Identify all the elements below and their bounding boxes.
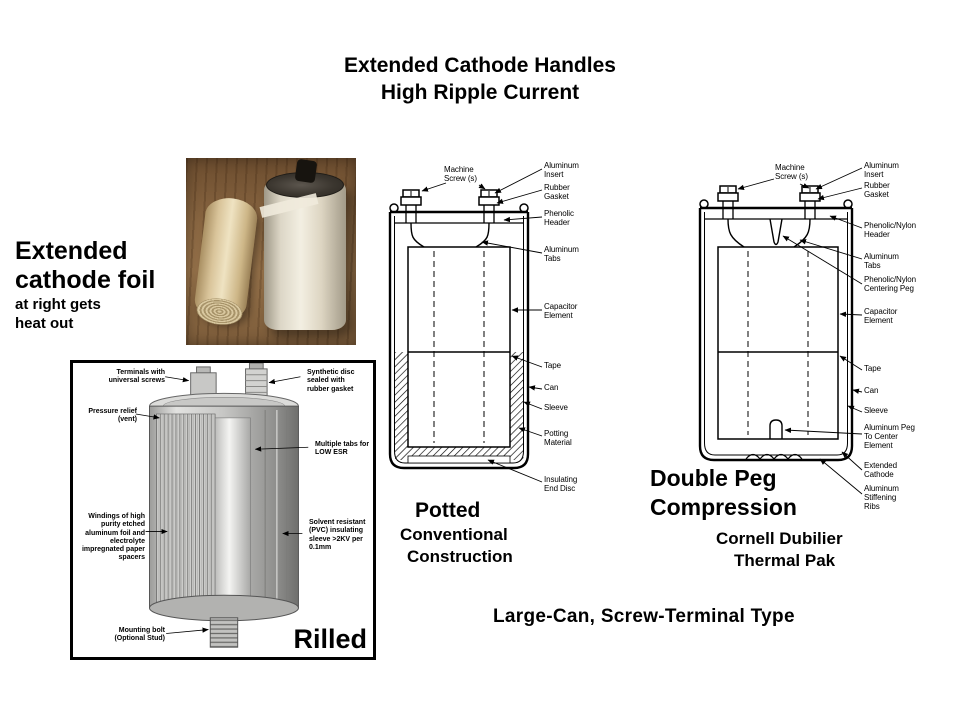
extended-cathode-foil-roll	[192, 195, 260, 328]
potted-cross-section-drawing	[388, 168, 543, 483]
potted-label-insulating-end-disc: Insulating End Disc	[544, 475, 578, 493]
capacitor-foil-photo	[186, 158, 356, 345]
rilled-label-mounting-bolt: Mounting bolt (Optional Stud)	[114, 627, 165, 643]
slide-title: Extended Cathode Handles High Ripple Cur…	[0, 52, 960, 106]
potted-diagram: Machine Screw (s) Aluminum Insert Rubber…	[382, 160, 614, 510]
potted-label-can: Can	[544, 383, 559, 392]
left-caption-line1: Extended	[15, 237, 128, 265]
cornell-dubilier-line1: Cornell Dubilier	[716, 529, 843, 548]
rilled-label-synthetic-disc: Synthetic disc sealed with rubber gasket	[307, 369, 355, 393]
thermalpak-label-stiffening-ribs: Aluminum Stiffening Ribs	[864, 484, 899, 511]
thermalpak-label-aluminum-insert: Aluminum Insert	[864, 161, 899, 179]
thermalpak-caption-line2: Compression	[650, 494, 797, 520]
potted-label-sleeve: Sleeve	[544, 403, 568, 412]
thermalpak-label-centering-peg: Phenolic/Nylon Centering Peg	[864, 275, 916, 293]
left-caption-line3: at right gets	[15, 296, 101, 313]
potted-caption-title: Potted	[415, 499, 481, 522]
potted-label-potting-material: Potting Material	[544, 429, 572, 447]
potted-caption-sub1: Conventional	[400, 525, 508, 544]
potted-label-capacitor-element: Capacitor Element	[544, 302, 578, 320]
thermalpak-cross-section-drawing	[698, 167, 863, 495]
left-caption-line2: cathode foil	[15, 266, 156, 294]
thermalpak-label-rubber-gasket: Rubber Gasket	[864, 181, 890, 199]
thermalpak-label-machine-screw: Machine Screw (s)	[775, 163, 808, 181]
potted-label-phenolic-header: Phenolic Header	[544, 209, 574, 227]
rilled-cutaway-drawing	[135, 363, 309, 648]
potted-caption: Potted Conventional Construction	[400, 498, 513, 568]
thermalpak-label-tape: Tape	[864, 364, 881, 373]
left-caption-line4: heat out	[15, 315, 74, 332]
slide-title-line1: Extended Cathode Handles	[344, 54, 616, 77]
foil-roll-end	[195, 295, 244, 328]
potted-label-tape: Tape	[544, 361, 561, 370]
thermalpak-label-phenolic-nylon-header: Phenolic/Nylon Header	[864, 221, 916, 239]
thermalpak-label-extended-cathode: Extended Cathode	[864, 461, 898, 479]
potted-label-rubber-gasket: Rubber Gasket	[544, 183, 570, 201]
potted-label-machine-screw: Machine Screw (s)	[444, 165, 477, 183]
rilled-label-windings: Windings of high purity etched aluminum …	[81, 513, 145, 562]
cornell-dubilier-caption: Cornell Dubilier Thermal Pak	[716, 528, 843, 572]
potted-label-aluminum-insert: Aluminum Insert	[544, 161, 579, 179]
rilled-label-sleeve: Solvent resistant (PVC) insulating sleev…	[309, 519, 366, 551]
thermalpak-caption-line1: Double Peg	[650, 465, 777, 491]
thermalpak-label-can: Can	[864, 386, 879, 395]
large-capacitor-roll	[259, 158, 346, 330]
thermalpak-caption: Double Peg Compression	[650, 464, 797, 522]
thermalpak-label-sleeve: Sleeve	[864, 406, 888, 415]
thermalpak-label-peg-to-center: Aluminum Peg To Center Element	[864, 423, 915, 450]
thermalpak-label-aluminum-tabs: Aluminum Tabs	[864, 252, 899, 270]
potted-caption-sub2: Construction	[407, 547, 513, 566]
thermalpak-label-capacitor-element: Capacitor Element	[864, 307, 898, 325]
rilled-diagram: Terminals with universal screws Syntheti…	[70, 360, 376, 660]
left-caption: Extended cathode foil at right gets heat…	[15, 237, 155, 333]
rilled-label-terminals: Terminals with universal screws	[108, 369, 165, 385]
potted-label-aluminum-tabs: Aluminum Tabs	[544, 245, 579, 263]
footer-caption: Large-Can, Screw-Terminal Type	[493, 606, 795, 627]
rilled-label-multiple-tabs: Multiple tabs for LOW ESR	[315, 441, 370, 457]
rilled-caption: Rilled	[293, 624, 367, 654]
roll-core	[294, 158, 318, 184]
rilled-label-pressure-relief: Pressure relief (vent)	[88, 408, 137, 424]
cornell-dubilier-line2: Thermal Pak	[734, 551, 836, 570]
slide-title-line2: High Ripple Current	[380, 81, 580, 104]
thermalpak-diagram: Machine Screw (s) Aluminum Insert Rubber…	[690, 160, 960, 520]
